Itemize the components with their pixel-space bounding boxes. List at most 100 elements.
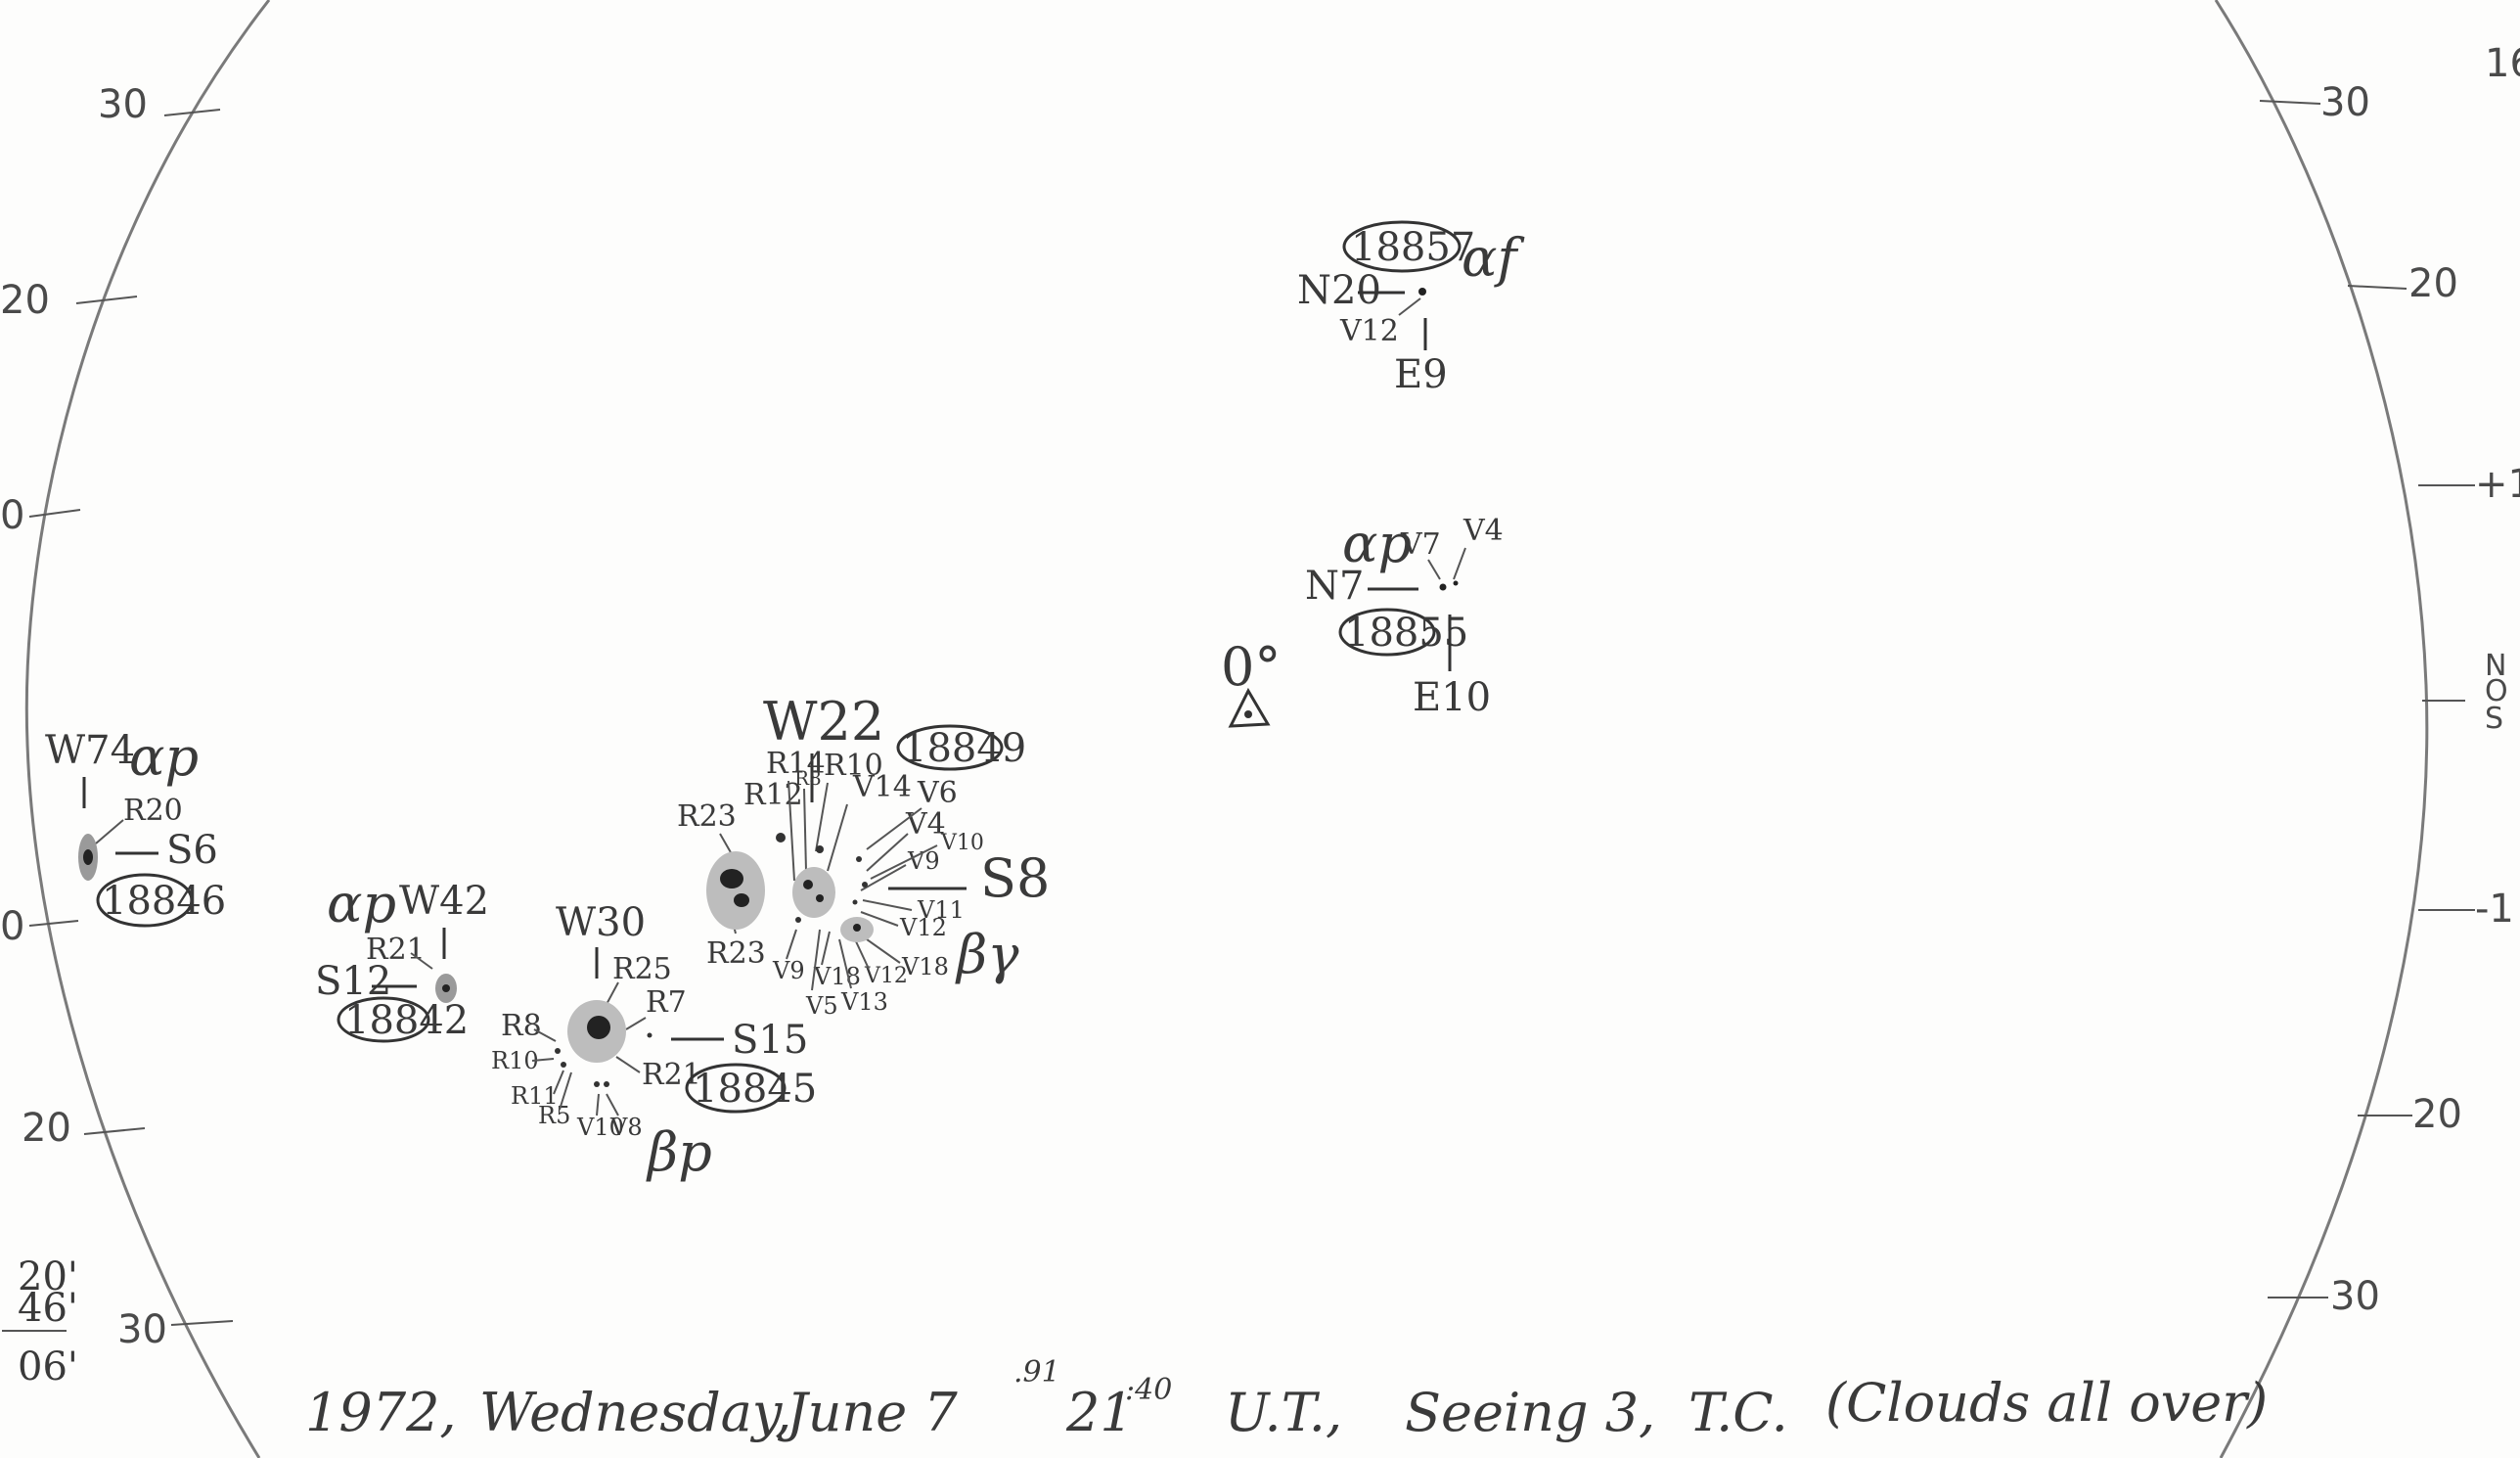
sunspot bbox=[647, 1032, 652, 1038]
caption-time-sup: :40 bbox=[1125, 1373, 1172, 1407]
tick-left-m10 bbox=[28, 920, 79, 927]
tick-label-right-6: 30 bbox=[2330, 1274, 2380, 1319]
spot-label: V10 bbox=[576, 1114, 624, 1141]
ns-marker-n: N bbox=[2485, 649, 2506, 683]
sunspot-umbra bbox=[442, 984, 450, 992]
sunspot bbox=[776, 833, 786, 843]
group-lat: S8 bbox=[980, 847, 1050, 909]
group-number-oval bbox=[337, 996, 430, 1043]
caption-tc: T.C. bbox=[1688, 1382, 1788, 1443]
leader bbox=[860, 911, 899, 927]
sunspot-umbra bbox=[720, 869, 743, 888]
sunspot-umbra bbox=[734, 893, 749, 907]
group-class: αp bbox=[1342, 513, 1412, 574]
solar-limb-right bbox=[2214, 0, 2429, 1458]
sunspot bbox=[816, 845, 824, 853]
spot-label: R21 bbox=[366, 933, 426, 967]
spot-leader bbox=[410, 952, 433, 970]
sunspot bbox=[1418, 288, 1426, 296]
sunspot bbox=[1439, 583, 1447, 591]
spot-label: V8 bbox=[609, 1114, 643, 1141]
sunspot-penumbra bbox=[792, 867, 835, 918]
leader bbox=[870, 844, 938, 880]
spot-leader bbox=[95, 819, 124, 844]
angle-note-1: 20' bbox=[18, 1254, 78, 1299]
group-18855: αp V7 V4 N7 18855 E10 bbox=[1305, 513, 1504, 720]
group-number: 18855 bbox=[1344, 611, 1468, 656]
group-18849: W22 18849 R14 R8 R10 R12 V14 V6 V4 V10 V… bbox=[677, 691, 1050, 1020]
group-lat: S12 bbox=[315, 959, 391, 1004]
group-18857: 18857 αf N20 V12 E9 bbox=[1297, 220, 1524, 397]
spot-label: R25 bbox=[612, 952, 672, 986]
angle-note-2: 46' bbox=[18, 1286, 78, 1331]
tick-label-left-2: 20 bbox=[0, 278, 50, 323]
spot-label: V11 bbox=[917, 896, 965, 924]
spot-label: R23 bbox=[677, 799, 737, 834]
group-lon: W22 bbox=[763, 691, 884, 752]
sunspot bbox=[795, 917, 801, 923]
sunspot bbox=[862, 882, 868, 888]
tick-label-right-4: -1 bbox=[2475, 887, 2514, 932]
caption-year: 1972, bbox=[305, 1382, 457, 1443]
leader bbox=[827, 803, 848, 872]
tick-label-right-2: 20 bbox=[2408, 261, 2458, 306]
spot-label: V18 bbox=[901, 953, 949, 980]
leader bbox=[606, 1093, 619, 1116]
tick-label-right-5: 20 bbox=[2412, 1092, 2462, 1137]
spot-label: R12 bbox=[743, 778, 803, 812]
group-number-oval bbox=[96, 873, 194, 928]
tick-label-left-6: 30 bbox=[117, 1307, 167, 1352]
leader bbox=[803, 788, 807, 872]
group-class: αp bbox=[327, 873, 396, 934]
spot-leader bbox=[1398, 297, 1421, 316]
caption-note: (Clouds all over) bbox=[1825, 1372, 2268, 1434]
spot-label: V9 bbox=[772, 957, 805, 984]
group-lat: N7 bbox=[1305, 564, 1364, 609]
group-class: αp bbox=[129, 726, 199, 788]
solar-limb-left bbox=[24, 0, 271, 1458]
group-number-oval bbox=[1338, 608, 1436, 657]
caption-time: 21 bbox=[1065, 1382, 1134, 1443]
tick-left-30 bbox=[163, 109, 221, 116]
leader bbox=[788, 780, 795, 882]
leader bbox=[866, 833, 909, 872]
leader bbox=[553, 1070, 564, 1095]
leader bbox=[866, 807, 922, 850]
leader bbox=[786, 929, 797, 960]
sunspot bbox=[1453, 580, 1459, 586]
leader bbox=[866, 938, 901, 964]
group-number: 18846 bbox=[102, 879, 226, 924]
spot-label: R21 bbox=[642, 1058, 701, 1092]
leader bbox=[862, 899, 913, 911]
leader bbox=[811, 929, 821, 991]
sunspot bbox=[604, 1081, 609, 1087]
spot-label: V13 bbox=[840, 988, 888, 1016]
caption-date: June 7 bbox=[777, 1382, 958, 1443]
spot-label: R7 bbox=[646, 985, 687, 1020]
leader bbox=[821, 931, 831, 966]
ns-marker-s: S bbox=[2485, 702, 2503, 736]
spot-label: V12 bbox=[1339, 314, 1399, 348]
leader bbox=[625, 1017, 647, 1030]
tick-left-20 bbox=[75, 296, 138, 304]
leader bbox=[860, 864, 907, 891]
group-number: 18842 bbox=[344, 998, 469, 1043]
leader bbox=[596, 1093, 600, 1116]
leader bbox=[559, 1071, 572, 1111]
sunspot bbox=[856, 856, 862, 862]
tick-label-left-3: 0 bbox=[0, 493, 24, 538]
sunspot-umbra bbox=[803, 880, 813, 889]
caption-seeing: Seeing 3, bbox=[1405, 1382, 1655, 1443]
leader bbox=[838, 938, 852, 989]
spot-label-2: V4 bbox=[1462, 514, 1504, 548]
sunspot bbox=[555, 1048, 561, 1054]
tick-label-right-3: +1 bbox=[2475, 462, 2520, 507]
sunspot-umbra bbox=[853, 924, 861, 932]
sunspot-umbra bbox=[587, 1016, 610, 1039]
group-class: βp bbox=[646, 1121, 712, 1183]
group-lon: E10 bbox=[1413, 675, 1491, 720]
ns-marker-o: O bbox=[2485, 674, 2508, 708]
caption-ut: U.T., bbox=[1225, 1382, 1342, 1443]
caption-weekday: Wednesday, bbox=[479, 1382, 791, 1443]
